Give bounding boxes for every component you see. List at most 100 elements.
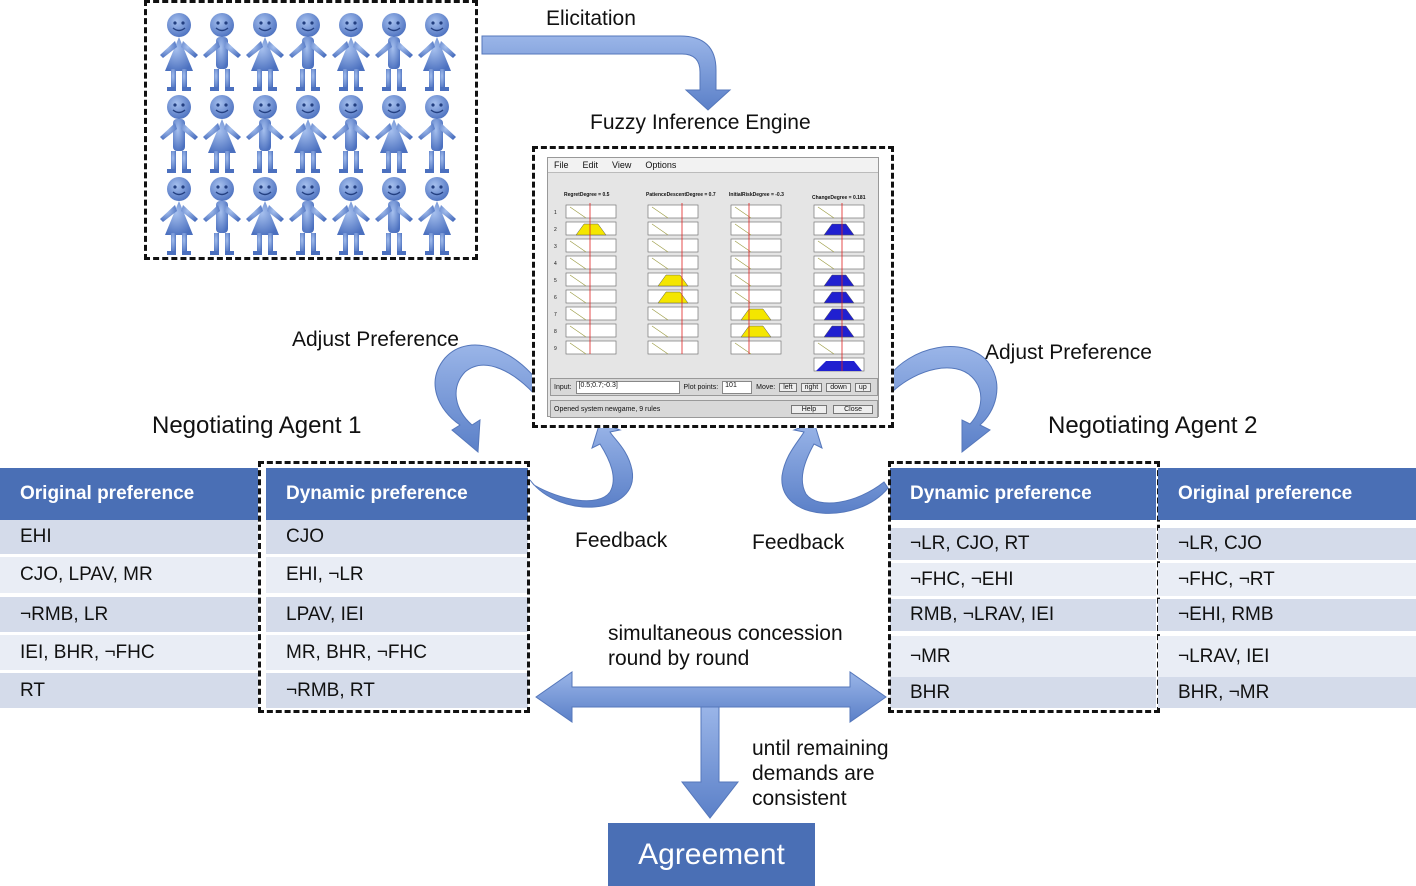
rule-cell bbox=[730, 221, 782, 236]
elicitation-label: Elicitation bbox=[546, 7, 636, 30]
membership-line bbox=[734, 291, 752, 304]
membership-line bbox=[569, 325, 587, 338]
table-row: CJO, LPAV, MR bbox=[0, 557, 258, 593]
fuzzy-engine-box: File Edit View Options RegretDegree = 0.… bbox=[532, 146, 894, 428]
elicitation-arrow bbox=[481, 35, 732, 111]
membership-fill bbox=[657, 274, 689, 287]
agent2-dynamic-frame bbox=[888, 461, 1160, 713]
table-row: ¬MR bbox=[890, 636, 1156, 678]
concession-arrow bbox=[535, 671, 887, 723]
table-row: RT bbox=[0, 673, 258, 708]
membership-line bbox=[734, 274, 752, 287]
membership-line bbox=[734, 342, 752, 355]
rule-number: 8 bbox=[554, 329, 557, 335]
rule-number: 7 bbox=[554, 312, 557, 318]
rule-column-title: InitialRiskDegree = -0.3 bbox=[729, 192, 784, 198]
membership-line bbox=[569, 257, 587, 270]
rule-number: 9 bbox=[554, 346, 557, 352]
concession-line2: round by round bbox=[608, 647, 750, 670]
table-row: RMB, ¬LRAV, IEI bbox=[890, 599, 1156, 631]
rule-cell bbox=[647, 306, 699, 321]
move-right-button[interactable]: right bbox=[800, 382, 823, 392]
membership-line bbox=[569, 240, 587, 253]
menu-edit[interactable]: Edit bbox=[582, 160, 599, 170]
stakeholder-figure-icon bbox=[332, 177, 370, 255]
rule-cell bbox=[730, 204, 782, 219]
membership-line bbox=[569, 291, 587, 304]
plot-points-field[interactable]: 101 bbox=[722, 380, 753, 394]
move-left-button[interactable]: left bbox=[779, 382, 797, 392]
table-row: ¬FHC, ¬EHI bbox=[890, 563, 1156, 596]
rule-cell bbox=[565, 204, 617, 219]
rule-cell bbox=[730, 289, 782, 304]
membership-line bbox=[817, 342, 835, 355]
stakeholder-figure-icon bbox=[418, 177, 456, 255]
until-line3: consistent bbox=[752, 787, 847, 810]
move-up-button[interactable]: up bbox=[854, 382, 871, 392]
membership-fill bbox=[657, 291, 689, 304]
stakeholder-figure-icon bbox=[418, 13, 456, 91]
rule-cell bbox=[647, 323, 699, 338]
rule-cell bbox=[730, 255, 782, 270]
agent2-original-header: Original preference bbox=[1158, 468, 1416, 520]
table-row: IEI, BHR, ¬FHC bbox=[0, 635, 258, 670]
membership-fill bbox=[740, 308, 772, 321]
rule-number: 4 bbox=[554, 261, 557, 267]
table-row: ¬RMB, LR bbox=[0, 597, 258, 632]
membership-line bbox=[569, 342, 587, 355]
rule-number: 1 bbox=[554, 210, 557, 216]
stakeholder-figure-icon bbox=[203, 13, 241, 91]
stakeholder-figure-icon bbox=[246, 13, 284, 91]
table-row: BHR, ¬MR bbox=[1158, 677, 1416, 708]
membership-line bbox=[817, 257, 835, 270]
membership-fill bbox=[823, 274, 855, 287]
feedback-arrow-right bbox=[781, 421, 889, 514]
membership-fill bbox=[740, 325, 772, 338]
rule-cell bbox=[813, 204, 865, 219]
membership-line bbox=[817, 206, 835, 219]
rule-cell bbox=[565, 340, 617, 355]
menu-file[interactable]: File bbox=[554, 160, 569, 170]
table-row: EHI, ¬LR bbox=[266, 557, 528, 593]
membership-line bbox=[651, 223, 669, 236]
rule-cell bbox=[813, 238, 865, 253]
input-field[interactable]: [0.5;0.7;-0.3] bbox=[575, 380, 680, 394]
membership-line bbox=[651, 257, 669, 270]
until-line1: until remaining bbox=[752, 737, 889, 760]
rule-cell bbox=[647, 340, 699, 355]
membership-fill bbox=[823, 325, 855, 338]
stakeholder-figure-icon bbox=[289, 95, 327, 173]
close-button[interactable]: Close bbox=[833, 404, 873, 414]
agent2-dynamic-header: Dynamic preference bbox=[890, 468, 1156, 520]
rule-cell bbox=[565, 272, 617, 287]
membership-line bbox=[569, 308, 587, 321]
agent1-dynamic-frame bbox=[258, 461, 530, 713]
rule-column-title: RegretDegree = 0.5 bbox=[564, 192, 610, 198]
rule-cell bbox=[647, 255, 699, 270]
stakeholder-figure-icon bbox=[289, 177, 327, 255]
help-button[interactable]: Help bbox=[790, 404, 828, 414]
move-down-button[interactable]: down bbox=[826, 382, 851, 392]
membership-line bbox=[569, 206, 587, 219]
table-row: ¬RMB, RT bbox=[266, 673, 528, 708]
membership-fill bbox=[823, 308, 855, 321]
table-row: ¬LR, CJO bbox=[1158, 528, 1416, 560]
aggregate-fill bbox=[816, 361, 862, 371]
menu-options[interactable]: Options bbox=[645, 160, 677, 170]
rule-cell bbox=[813, 255, 865, 270]
adjust-preference-right-label: Adjust Preference bbox=[985, 341, 1152, 364]
agent1-original-table: Original preference EHI CJO, LPAV, MR ¬R… bbox=[0, 468, 258, 708]
membership-fill bbox=[823, 223, 855, 236]
concession-line1: simultaneous concession bbox=[608, 622, 843, 645]
rule-cell bbox=[565, 289, 617, 304]
rule-cell bbox=[565, 323, 617, 338]
engine-menubar: File Edit View Options bbox=[548, 158, 878, 173]
rule-number: 5 bbox=[554, 278, 557, 284]
rule-number: 3 bbox=[554, 244, 557, 250]
rule-cell bbox=[730, 340, 782, 355]
stakeholder-figure-icon bbox=[375, 13, 413, 91]
stakeholder-figure-icon bbox=[160, 13, 198, 91]
menu-view[interactable]: View bbox=[612, 160, 632, 170]
table-row: ¬LR, CJO, RT bbox=[890, 528, 1156, 560]
